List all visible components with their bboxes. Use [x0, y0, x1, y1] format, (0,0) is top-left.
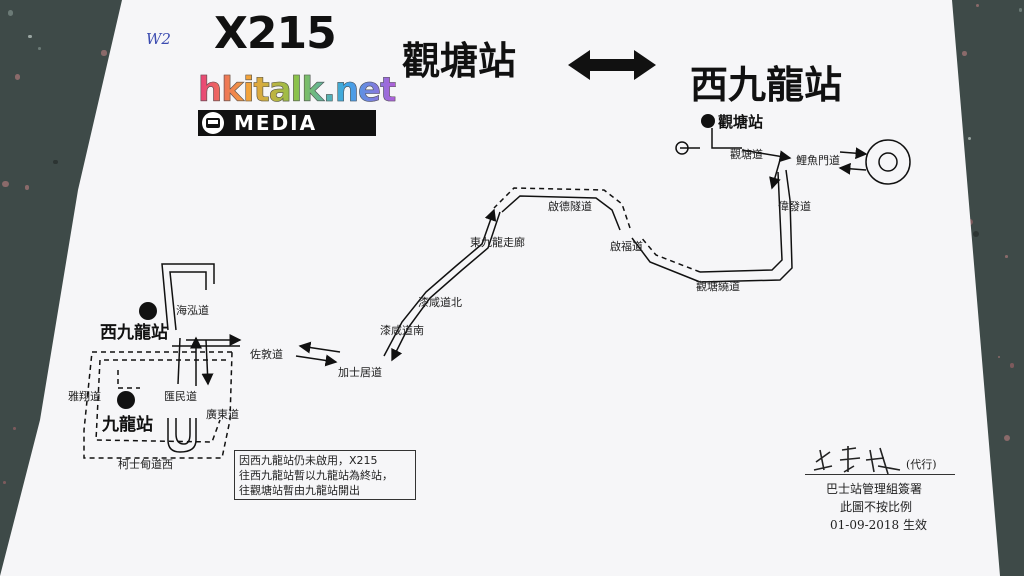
station-label-kowloon: 九龍站 [102, 410, 153, 435]
kwun-tong-station-dot [701, 114, 715, 128]
route-gascoigne [300, 346, 340, 352]
notice-line-3: 往觀塘站暫由九龍站開出 [239, 483, 411, 498]
route-bypass-in [700, 172, 782, 272]
route-lei-yue-mun-return [840, 168, 866, 170]
street-tate-tunnel: 啟德隧道 [548, 198, 592, 214]
route-u-turn [168, 418, 196, 452]
notice-line-2: 往西九龍站暫以九龍站為終站， [239, 468, 411, 483]
street-jordan-road: 佐敦道 [250, 346, 283, 362]
footer-scale-note: 此圖不按比例 [840, 498, 912, 515]
notice-box: 因西九龍站仍未啟用，X215 往西九龍站暫以九龍站為終站， 往觀塘站暫由九龍站開… [234, 450, 416, 500]
route-jordan-in [296, 356, 336, 362]
street-wui-man-road: 匯民道 [164, 388, 197, 404]
street-kwun-tong-bypass: 觀塘繞道 [696, 278, 740, 294]
street-east-kowloon-corridor: 東九龍走廊 [470, 234, 525, 250]
street-lei-yue-mun-road: 鯉魚門道 [796, 152, 840, 168]
signature-line [805, 474, 955, 475]
street-hoi-wang-road: 海泓道 [176, 302, 209, 318]
notice-line-1: 因西九龍站仍未啟用，X215 [239, 453, 411, 468]
street-nga-cheung-road: 雅翔道 [68, 388, 101, 404]
route-u-turn-inner [176, 418, 190, 444]
turnaround-loop-right-outer [866, 140, 910, 184]
street-kwun-tong-road: 觀塘道 [730, 146, 763, 162]
station-label-west-kowloon: 西九龍站 [100, 318, 168, 343]
street-waterloo-road-south: 漆咸道南 [380, 322, 424, 338]
street-gascoigne-road: 加士居道 [338, 364, 382, 380]
street-austin-road-west: 柯士甸道西 [118, 456, 173, 472]
street-wai-fat-road: 偉發道 [778, 198, 811, 214]
route-dashed-kowloon-loop [118, 370, 140, 388]
route-lei-yue-mun-road [840, 152, 866, 154]
turnaround-loop-right-inner [879, 153, 897, 171]
route-hoi-wang-inner [170, 272, 206, 330]
route-tun-fuk-in [640, 236, 700, 272]
footer-effective-date: 01-09-2018 生效 [830, 516, 927, 533]
station-label-kwun-tong: 觀塘站 [718, 111, 763, 132]
signature-role: (代行) [906, 456, 937, 472]
street-tun-fuk-road: 啟福道 [610, 238, 643, 254]
footer-department: 巴士站管理組簽署 [826, 480, 922, 497]
kowloon-station-dot [117, 391, 135, 409]
route-vertical-1 [178, 338, 180, 384]
street-waterloo-road-north: 漆咸道北 [418, 294, 462, 310]
street-canton-road: 廣東道 [206, 406, 239, 422]
